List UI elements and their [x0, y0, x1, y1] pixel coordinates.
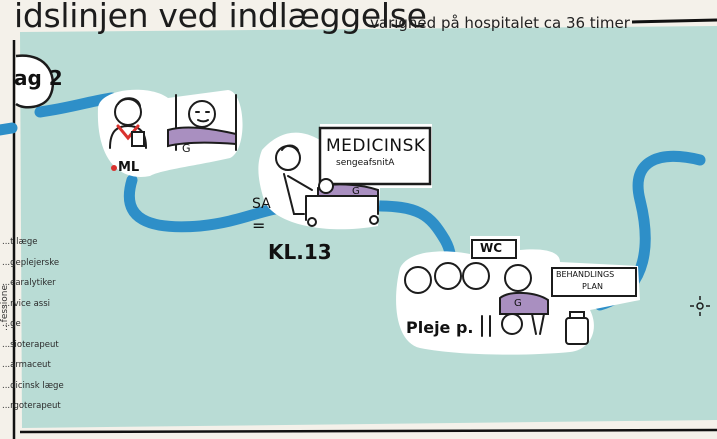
bottom-line — [19, 428, 717, 434]
role-list: ...t læge ...geplejerske ...earalytiker … — [2, 232, 64, 417]
patient-bed-icon — [167, 94, 237, 151]
role-item: ...t læge — [2, 237, 38, 247]
day-label: ag 2 — [14, 66, 63, 90]
day-circle — [15, 54, 55, 109]
g-label-bed: G — [352, 186, 360, 197]
ml-label: ML — [118, 160, 140, 175]
nurse-with-bed-icon — [275, 126, 432, 227]
time-label: KL.13 — [268, 240, 332, 264]
timeline-path — [0, 92, 706, 311]
sa-label: SA — [252, 196, 271, 212]
role-item: ...rgoterapeut — [2, 401, 61, 411]
role-item: ...armaceut — [2, 360, 51, 370]
staff-group-icon — [404, 239, 637, 337]
sengeafsnit-label: sengeafsnitA — [336, 158, 395, 168]
duration-subtitle: varighed på hospitalet ca 36 timer — [370, 14, 630, 32]
doctor-icon — [109, 97, 147, 171]
role-item: ...dicinsk læge — [2, 380, 64, 391]
g-label-first: G — [182, 142, 191, 155]
page-title: idslinjen ved indlæggelse — [14, 0, 427, 35]
role-item: ...ge — [2, 319, 21, 329]
role-item: ...geplejerske — [2, 257, 60, 268]
medicine-bottle-icon — [565, 311, 589, 345]
behandlingsplan-label-2: PLAN — [582, 282, 603, 291]
equals-label: = — [252, 216, 266, 235]
side-vertical-text: ...fessione — [0, 285, 10, 331]
g-label-group: G — [514, 298, 522, 309]
wc-label: WC — [480, 241, 503, 255]
top-line — [631, 18, 717, 24]
behandlingsplan-label-1: BEHANDLINGS — [556, 270, 615, 279]
flower-icon — [690, 296, 710, 316]
role-item: ...earalytiker — [2, 278, 56, 288]
medicinsk-label: MEDICINSK — [326, 136, 426, 156]
pleje-label: Pleje p. — [406, 318, 474, 337]
role-item: ...sioterapeut — [2, 339, 59, 350]
role-item: ...rvice assi — [2, 298, 51, 309]
